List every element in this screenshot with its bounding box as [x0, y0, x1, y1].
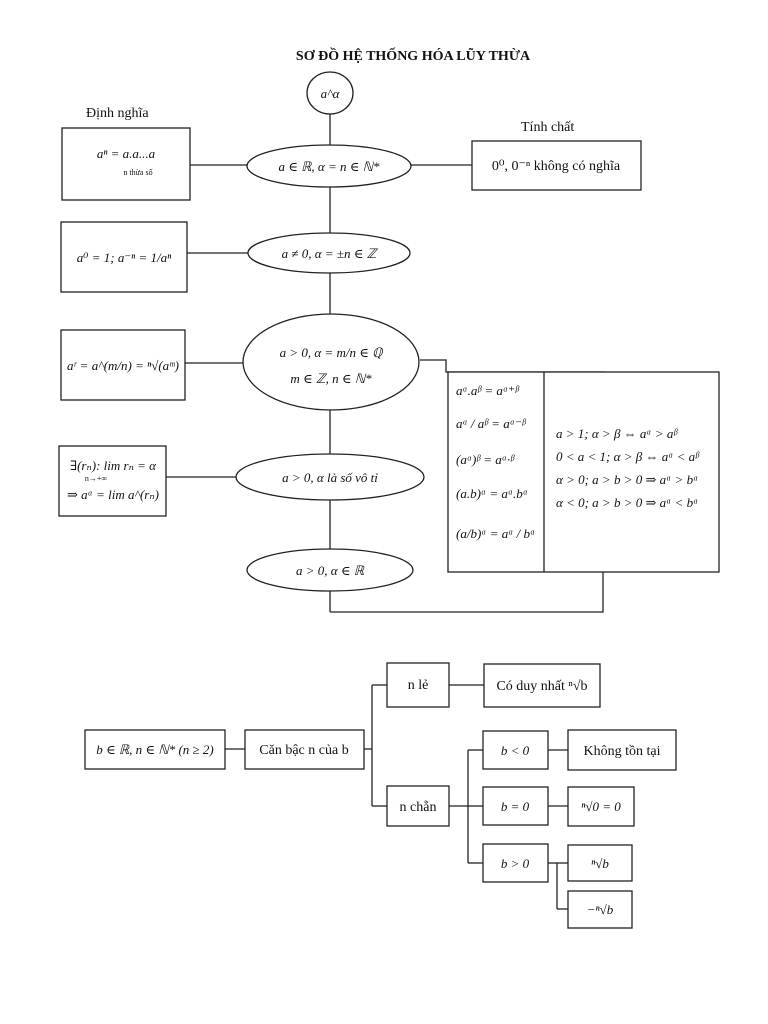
- pos-box: [482, 843, 549, 883]
- def-box-irrational: [58, 445, 167, 517]
- neg-result-box: [567, 729, 677, 771]
- property-box-text: 0⁰, 0⁻ⁿ không có nghĩa: [492, 159, 621, 174]
- rules-left-column: aᵅ.aᵝ = aᵅ⁺ᵝ aᵅ / aᵝ = aᵅ⁻ᵝ (aᵅ)ᵝ = aᵅ·ᵝ…: [456, 383, 535, 541]
- node-real: [246, 548, 414, 592]
- node-power-label: a^α: [321, 86, 341, 101]
- connectors: [166, 113, 605, 910]
- rule-exp-positive: α > 0; a > b > 0 ⇒ aᵅ > bᵅ: [556, 472, 698, 487]
- even-box: [386, 785, 450, 827]
- node-real-label: a > 0, α ∈ ℝ: [296, 563, 365, 578]
- rule-power-of-quotient: (a/b)ᵅ = aᵅ / bᵅ: [456, 526, 535, 541]
- roots-start-text: b ∈ ℝ, n ∈ ℕ* (n ≥ 2): [96, 742, 214, 757]
- def-box-irrational-line1: ∃(rₙ): lim rₙ = α: [70, 458, 157, 473]
- zero-text: b = 0: [501, 799, 530, 814]
- def-box-rational: [60, 329, 186, 401]
- rules-table: [447, 371, 720, 573]
- pos-result-box-2: [567, 890, 633, 929]
- rule-exp-negative: α < 0; a > b > 0 ⇒ aᵅ < bᵅ: [556, 495, 698, 510]
- def-box-natural-formula: aⁿ = a.a...a: [97, 146, 156, 161]
- node-irrational: [235, 453, 425, 501]
- rule-base-lt-1: 0 < a < 1; α > β ⇔ aᵅ < aᵝ: [556, 449, 700, 464]
- neg-result-text: Không tồn tại: [584, 744, 661, 759]
- node-power: [306, 71, 354, 115]
- rule-power-of-product: (a.b)ᵅ = aᵅ.bᵅ: [456, 486, 528, 501]
- node-integer-label: a ≠ 0, α = ±n ∈ ℤ: [282, 246, 379, 261]
- rule-power-of-power: (aᵅ)ᵝ = aᵅ·ᵝ: [456, 452, 515, 467]
- neg-text: b < 0: [501, 743, 530, 758]
- def-box-rational-formula: aʳ = a^(m/n) = ⁿ√(aᵐ): [67, 358, 179, 373]
- node-rational: [242, 313, 420, 411]
- def-box-integer: [60, 221, 188, 293]
- zero-box: [482, 786, 549, 826]
- odd-box: [386, 662, 450, 708]
- node-irrational-label: a > 0, α là số vô tỉ: [282, 470, 378, 485]
- rule-product: aᵅ.aᵝ = aᵅ⁺ᵝ: [456, 383, 520, 398]
- link-rules-top: [420, 359, 605, 373]
- property-box: [471, 140, 642, 191]
- odd-text: n lẻ: [408, 678, 429, 693]
- link-rules-bottom: [330, 572, 604, 613]
- pos-result-box-1: [567, 844, 633, 882]
- def-box-irrational-line2: ⇒ aᵅ = lim a^(rₙ): [67, 487, 159, 502]
- rule-base-gt-1: a > 1; α > β ⇔ aᵅ > aᵝ: [556, 426, 678, 441]
- zero-result-text: ⁿ√0 = 0: [581, 799, 621, 814]
- diagram-title: SƠ ĐỒ HỆ THỐNG HÓA LŨY THỪA: [296, 46, 531, 64]
- odd-result-text: Có duy nhất ⁿ√b: [496, 679, 587, 694]
- zero-result-box: [567, 786, 635, 827]
- def-box-integer-formula: a⁰ = 1; a⁻ⁿ = 1/aⁿ: [77, 250, 172, 265]
- def-box-natural-note: n thừa số: [123, 168, 152, 177]
- even-text: n chẵn: [400, 800, 437, 815]
- def-box-irrational-limit: n→+∞: [85, 474, 108, 483]
- rules-right-column: a > 1; α > β ⇔ aᵅ > aᵝ 0 < a < 1; α > β …: [556, 426, 700, 510]
- roots-start-box: [84, 729, 226, 770]
- node-natural: [246, 144, 412, 188]
- roots-main-text: Căn bậc n của b: [259, 743, 348, 758]
- neg-box: [482, 730, 549, 770]
- odd-result-box: [483, 663, 601, 708]
- def-box-natural: [61, 127, 191, 201]
- node-integer: [247, 232, 411, 274]
- pos-result-text-2: −ⁿ√b: [587, 902, 614, 917]
- rule-quotient: aᵅ / aᵝ = aᵅ⁻ᵝ: [456, 416, 527, 431]
- pos-text: b > 0: [501, 856, 530, 871]
- label-definition: Định nghĩa: [86, 106, 149, 121]
- roots-main-box: [244, 729, 365, 770]
- node-rational-label-1: a > 0, α = m/n ∈ ℚ: [280, 345, 384, 360]
- label-property: Tính chất: [521, 120, 574, 135]
- node-natural-label: a ∈ ℝ, α = n ∈ ℕ*: [278, 159, 380, 174]
- pos-result-text-1: ⁿ√b: [591, 856, 609, 871]
- node-rational-label-2: m ∈ ℤ, n ∈ ℕ*: [290, 371, 372, 386]
